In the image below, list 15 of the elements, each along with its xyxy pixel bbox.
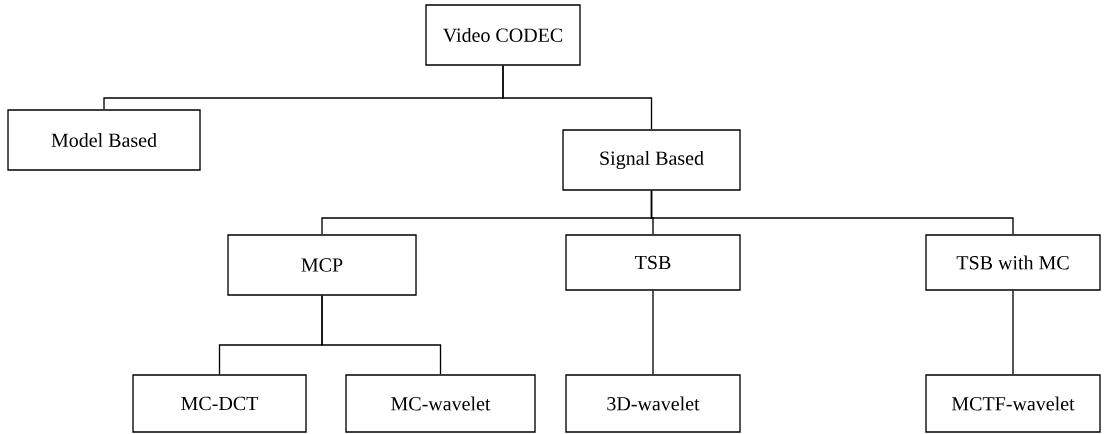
connector [652,290,654,375]
tree-box: MCTF-wavelet [925,374,1101,433]
tree-box: Signal Based [562,129,741,191]
connector [650,190,1014,235]
tree-box: Model Based [7,109,201,171]
connector [502,65,653,130]
tree-box: MC-wavelet [345,374,536,433]
tree-box: Video CODEC [425,4,581,66]
connector [321,295,442,375]
connector [1012,290,1014,375]
tree-box: MCP [227,234,417,296]
tree-box: MC-DCT [132,374,307,433]
tree-box: TSB with MC [925,234,1101,291]
tree-box: 3D-wavelet [565,374,741,433]
tree-box: TSB [565,234,741,291]
